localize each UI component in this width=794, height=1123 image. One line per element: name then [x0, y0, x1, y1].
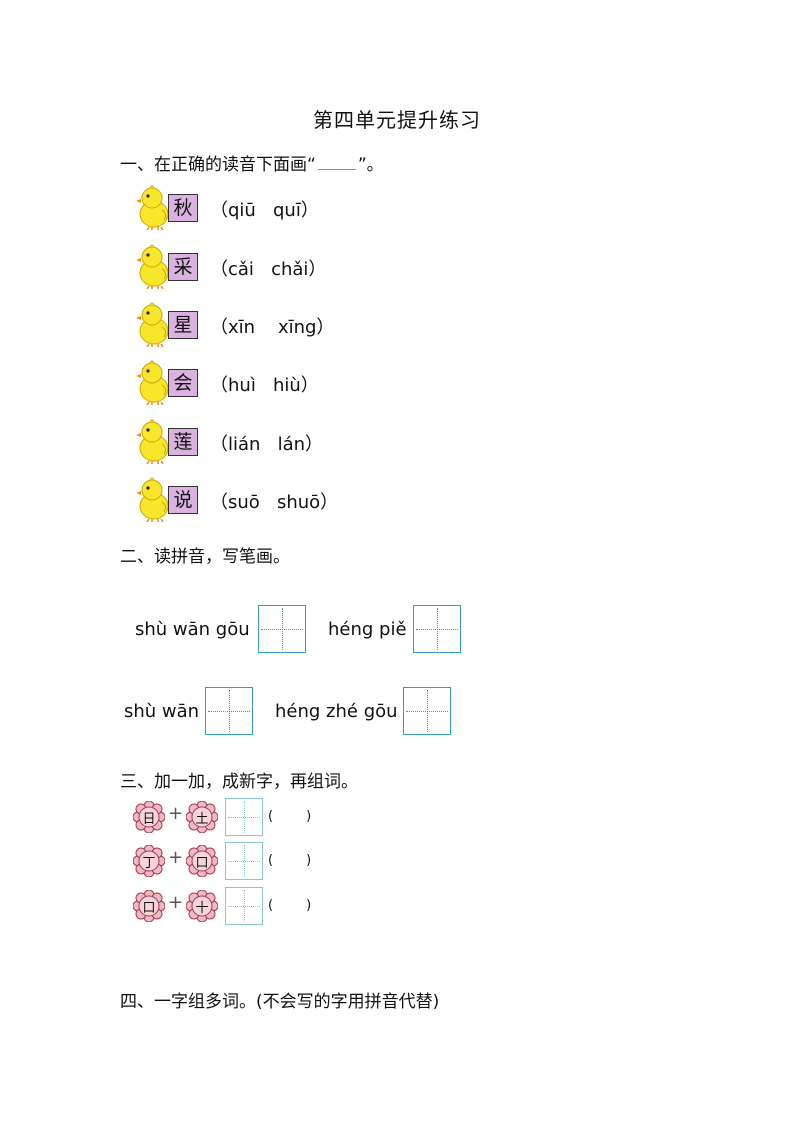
word-blank[interactable]: ( ) [268, 809, 312, 824]
chick-icon [136, 477, 169, 522]
character-box: 说 [168, 486, 198, 514]
pinyin-options[interactable]: （qiū quī） [210, 200, 319, 221]
pinyin-options[interactable]: （xīn xīng） [210, 317, 335, 338]
flower-icon [133, 801, 165, 833]
writing-grid-2[interactable] [413, 605, 461, 653]
part-b-char: 十 [195, 901, 209, 916]
stroke-label-4: héng zhé gōu [275, 701, 398, 722]
flower-icon [186, 890, 218, 922]
word-blank[interactable]: ( ) [268, 853, 312, 868]
stroke-label-3: shù wān [124, 701, 200, 722]
writing-grid-1[interactable] [258, 605, 306, 653]
character-box: 会 [168, 369, 198, 397]
flower-part-b: 口 [186, 845, 218, 877]
pinyin-options[interactable]: （suō shuō） [210, 492, 339, 513]
part-b-char: 口 [195, 856, 209, 871]
chick-icon [136, 302, 169, 347]
flower-icon [186, 801, 218, 833]
underline-sample [317, 155, 356, 170]
section1-prefix: 一、在正确的读音下面画“ [120, 155, 316, 175]
section3-heading: 三、加一加，成新字，再组词。 [120, 772, 358, 792]
flower-icon [133, 845, 165, 877]
part-a-char: 丁 [142, 856, 156, 871]
page-title: 第四单元提升练习 [313, 108, 481, 132]
word-blank[interactable]: ( ) [268, 898, 312, 913]
chick-icon [136, 360, 169, 405]
plus-sign: + [168, 892, 184, 913]
flower-icon [133, 890, 165, 922]
chick-icon [136, 185, 169, 230]
pinyin-options[interactable]: （cǎi chǎi） [210, 259, 327, 280]
plus-sign: + [168, 803, 184, 824]
writing-grid-4[interactable] [403, 687, 451, 735]
section4-heading: 四、一字组多词。(不会写的字用拼音代替) [120, 992, 440, 1012]
section1-suffix: ”。 [357, 155, 384, 175]
chick-icon [136, 419, 169, 464]
flower-part-b: 十 [186, 890, 218, 922]
flower-icon [186, 845, 218, 877]
pinyin-options[interactable]: （lián lán） [210, 434, 324, 455]
part-a-char: 日 [142, 812, 156, 827]
writing-grid-3[interactable] [205, 687, 253, 735]
chick-icon [136, 244, 169, 289]
stroke-label-2: héng piě [328, 619, 407, 640]
flower-part-a: 丁 [133, 845, 165, 877]
new-char-grid[interactable] [225, 887, 263, 925]
character-box: 秋 [168, 194, 198, 222]
part-b-char: 土 [195, 812, 209, 827]
flower-part-a: 口 [133, 890, 165, 922]
plus-sign: + [168, 847, 184, 868]
flower-part-b: 土 [186, 801, 218, 833]
new-char-grid[interactable] [225, 842, 263, 880]
character-box: 莲 [168, 428, 198, 456]
section2-heading: 二、读拼音，写笔画。 [120, 547, 290, 567]
stroke-label-1: shù wān gōu [135, 619, 250, 640]
character-box: 采 [168, 253, 198, 281]
section1-heading: 一、在正确的读音下面画“ ”。 [120, 150, 384, 175]
part-a-char: 口 [142, 901, 156, 916]
pinyin-options[interactable]: （huì hiù） [210, 375, 319, 396]
character-box: 星 [168, 311, 198, 339]
new-char-grid[interactable] [225, 798, 263, 836]
flower-part-a: 日 [133, 801, 165, 833]
